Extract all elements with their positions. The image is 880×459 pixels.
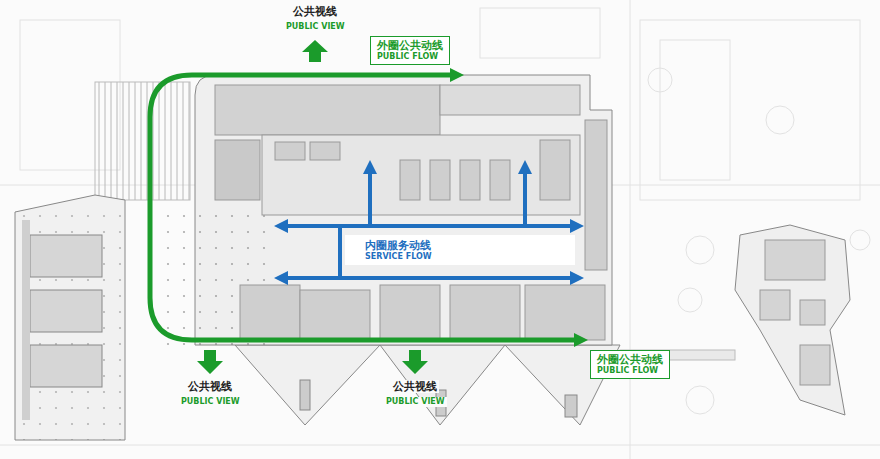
flow-label-box: 外圈公共动线PUBLIC FLOW <box>370 36 450 65</box>
flow-subtitle: PUBLIC FLOW <box>597 366 663 376</box>
flow-label-box: 外圈公共动线PUBLIC FLOW <box>590 350 670 379</box>
view-label: 公共视线 <box>391 380 439 393</box>
view-label: 公共视线 <box>186 380 234 393</box>
flow-subtitle: PUBLIC FLOW <box>377 52 443 62</box>
view-label-en: PUBLIC VIEW <box>179 397 242 407</box>
flow-title: 内圈服务动线 <box>365 239 565 252</box>
flow-title: 外圈公共动线 <box>597 353 663 366</box>
service-label-band: 内圈服务动线SERVICE FLOW <box>345 235 575 265</box>
flow-subtitle: SERVICE FLOW <box>365 252 565 262</box>
view-label-en: PUBLIC VIEW <box>384 397 447 407</box>
view-label-en: PUBLIC VIEW <box>284 22 347 32</box>
flow-title: 外圈公共动线 <box>377 39 443 52</box>
view-label: 公共视线 <box>291 5 339 18</box>
